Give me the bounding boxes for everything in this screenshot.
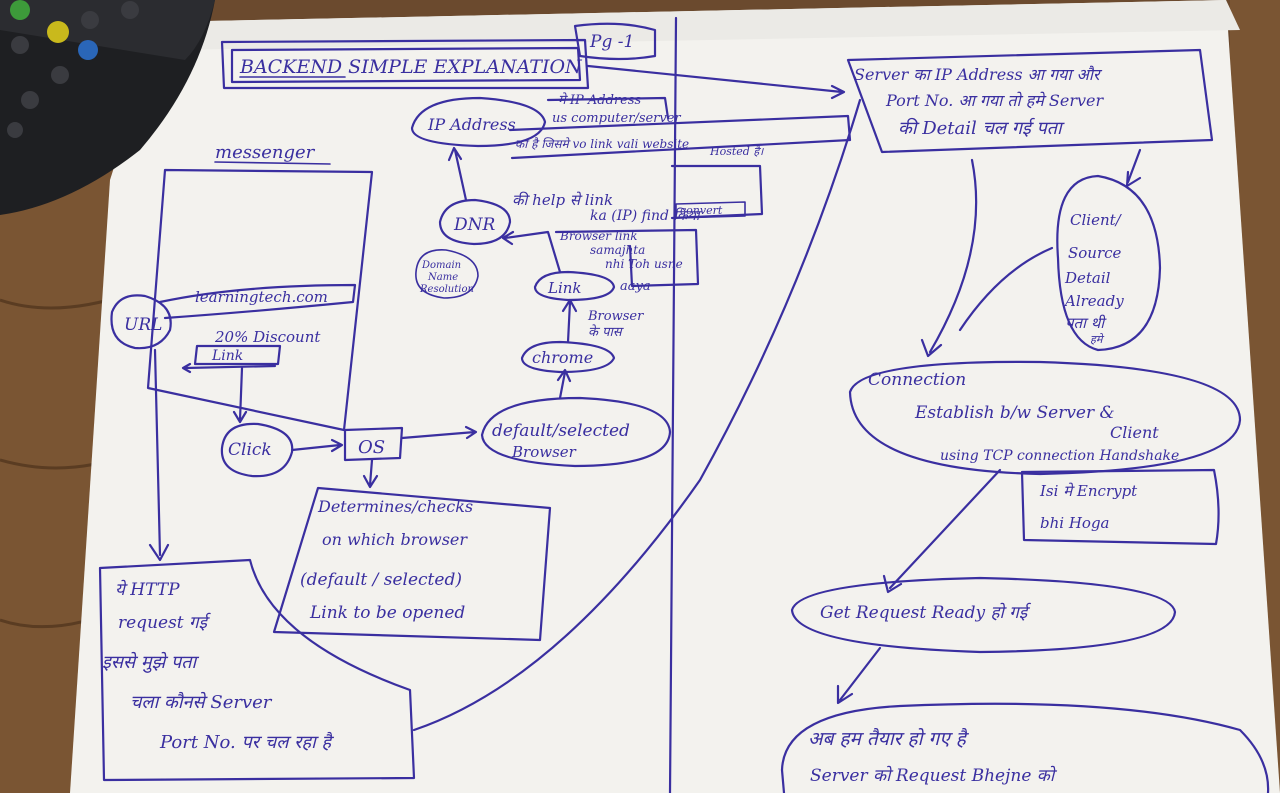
final-2: Server को Request Bhejne को xyxy=(810,765,1058,786)
conn-1: Connection xyxy=(868,370,966,390)
http-4: चला कौनसे Server xyxy=(130,691,273,713)
messenger-label: messenger xyxy=(215,142,316,163)
messenger-link-button: Link xyxy=(211,348,243,364)
ip-address-label: IP Address xyxy=(427,115,516,134)
determines-2: on which browser xyxy=(322,530,468,549)
server-2: Port No. आ गया तो हमे Server xyxy=(885,91,1104,110)
title: BACKEND SIMPLE EXPLANATION xyxy=(239,56,583,78)
client-2: Source xyxy=(1068,244,1122,262)
exit-button-icon xyxy=(121,1,139,19)
domain-name-2: Name xyxy=(427,272,458,283)
discount-text: 20% Discount xyxy=(214,328,321,346)
ip-desc-1: मे IP Address xyxy=(558,92,642,108)
browser-ke-paas-2: के पास xyxy=(588,324,624,340)
url-label: URL xyxy=(124,315,162,335)
dnr-help-2: ka (IP) find किया xyxy=(590,207,703,224)
conn-4: using TCP connection Handshake xyxy=(940,448,1179,464)
determines-1: Determines/checks xyxy=(317,497,473,516)
domain-name-3: Resolution xyxy=(419,284,474,295)
encrypt-1: Isi मे Encrypt xyxy=(1039,482,1138,500)
client-5: पता थी xyxy=(1065,314,1107,332)
browser-ke-paas-1: Browser xyxy=(587,309,644,324)
client-3: Detail xyxy=(1064,269,1111,287)
green-button-icon xyxy=(10,0,30,20)
chrome-label: chrome xyxy=(532,348,593,367)
server-1: Server का IP Address आ गया और xyxy=(854,65,1103,84)
browser-nahi-2: samajhta xyxy=(590,243,645,257)
determines-4: Link to be opened xyxy=(309,603,465,623)
conn-2: Establish b/w Server & xyxy=(914,403,1115,423)
ip-desc-3: का है जिसमे vo link vali website xyxy=(515,137,689,151)
http-3: इससे मुझे पता xyxy=(102,651,199,673)
click-label: Click xyxy=(228,440,272,460)
client-6: हमे xyxy=(1090,333,1105,346)
link-oval-label: Link xyxy=(547,279,582,297)
tv-remote xyxy=(0,0,215,215)
os-label: OS xyxy=(358,437,385,458)
ip-desc-4: Hosted है। xyxy=(709,145,764,158)
get-request: Get Request Ready हो गई xyxy=(820,602,1031,623)
http-2: request गई xyxy=(118,612,211,633)
encrypt-2: bhi Hoga xyxy=(1040,514,1110,532)
dnr-label: DNR xyxy=(453,215,496,235)
browser-line-2: Browser xyxy=(511,443,577,461)
url-text: learningtech.com xyxy=(195,288,328,306)
ip-desc-2: us computer/server xyxy=(552,111,681,126)
conn-3: Client xyxy=(1110,423,1159,442)
browser-nahi-3: nhi Toh usne xyxy=(605,257,683,271)
page-number: Pg -1 xyxy=(589,32,634,52)
blue-button-icon xyxy=(78,40,98,60)
dnr-help-3: convert xyxy=(680,204,723,217)
yellow-button-icon xyxy=(47,21,69,43)
http-1: ये HTTP xyxy=(115,579,180,600)
browser-nahi-1: Browser link xyxy=(559,229,638,243)
determines-3: (default / selected) xyxy=(300,570,462,590)
dnr-help-1: की help से link xyxy=(512,191,613,209)
server-3: की Detail चल गई पता xyxy=(898,117,1065,139)
http-5: Port No. पर चल रहा है xyxy=(159,731,334,753)
browser-line-1: default/selected xyxy=(492,421,630,441)
client-1: Client/ xyxy=(1070,211,1123,229)
paper-sheet xyxy=(70,0,1280,793)
client-4: Already xyxy=(1063,292,1124,310)
final-1: अब हम तैयार हो गए है xyxy=(808,727,970,750)
domain-name-1: Domain xyxy=(421,260,461,271)
